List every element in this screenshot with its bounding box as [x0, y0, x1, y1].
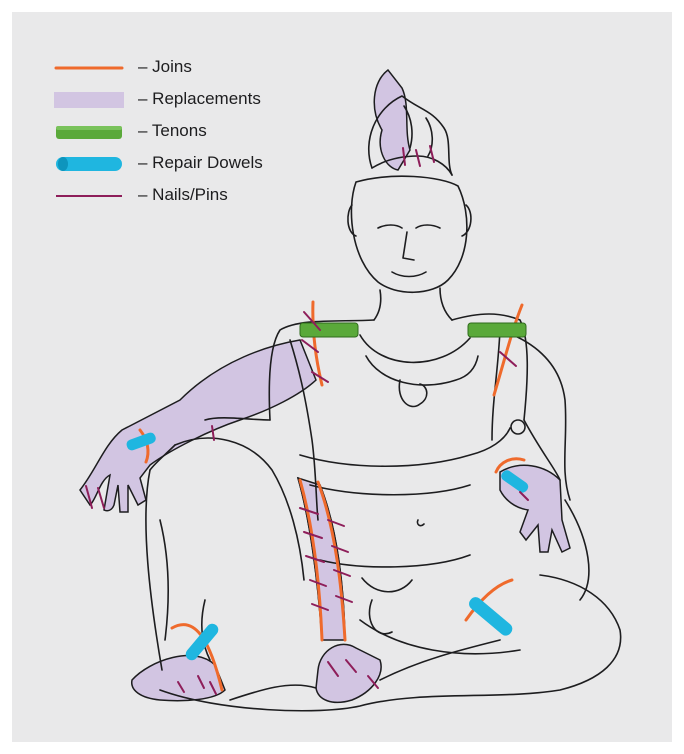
legend-label-joins: – Joins [138, 57, 192, 77]
legend-label-nails-pins: – Nails/Pins [138, 185, 228, 205]
replacements-swatch-icon [54, 88, 124, 112]
tenons [300, 323, 526, 337]
repair-dowels-swatch-icon [54, 152, 124, 176]
legend-label-replacements: – Replacements [138, 89, 261, 109]
joins-swatch-icon [54, 56, 124, 80]
diagram-panel: – Joins – Replacements – Tenons – Repair… [12, 12, 672, 742]
right-foot-replacement [132, 656, 225, 701]
legend-label-repair-dowels: – Repair Dowels [138, 153, 263, 173]
tenons-swatch-icon [54, 120, 124, 144]
nails-pins-swatch-icon [54, 184, 124, 208]
center-foot-replacement [316, 644, 381, 702]
legend-label-tenons: – Tenons [138, 121, 207, 141]
